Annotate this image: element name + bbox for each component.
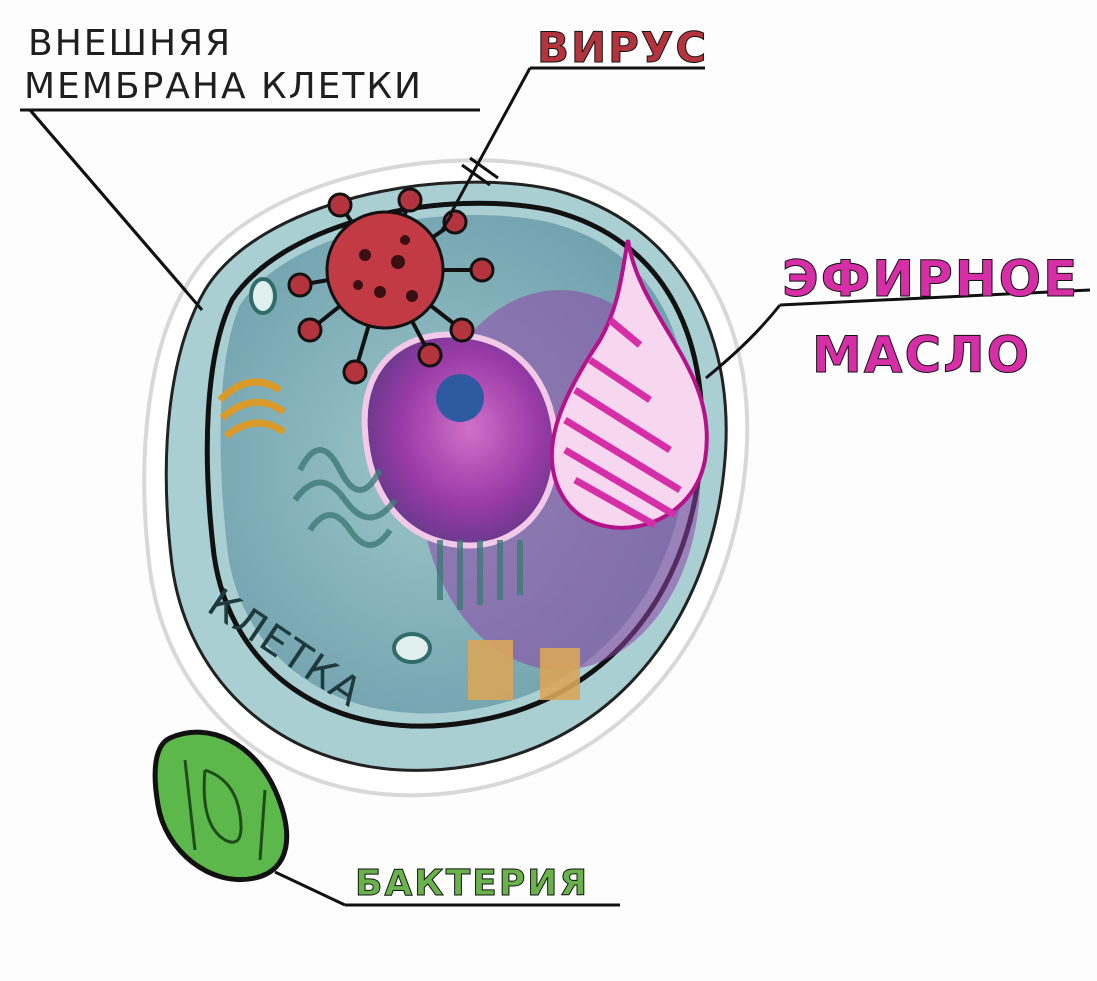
bacteria-label: БАКТЕРИЯ (355, 863, 589, 904)
membrane-label-line1: ВНЕШНЯЯ (28, 23, 232, 64)
vacuole-icon (394, 634, 430, 662)
oil-label-line1: ЭФИРНОЕ (782, 250, 1079, 308)
nucleolus (436, 374, 484, 422)
oil-label-line2: МАСЛО (812, 326, 1031, 384)
centriole-icon (540, 648, 580, 700)
vacuole-icon (251, 279, 275, 313)
nucleus (365, 334, 556, 545)
membrane-label-line2: МЕМБРАНА КЛЕТКИ (24, 66, 423, 107)
virus-label: ВИРУС (537, 23, 708, 72)
centriole-icon (468, 640, 513, 700)
